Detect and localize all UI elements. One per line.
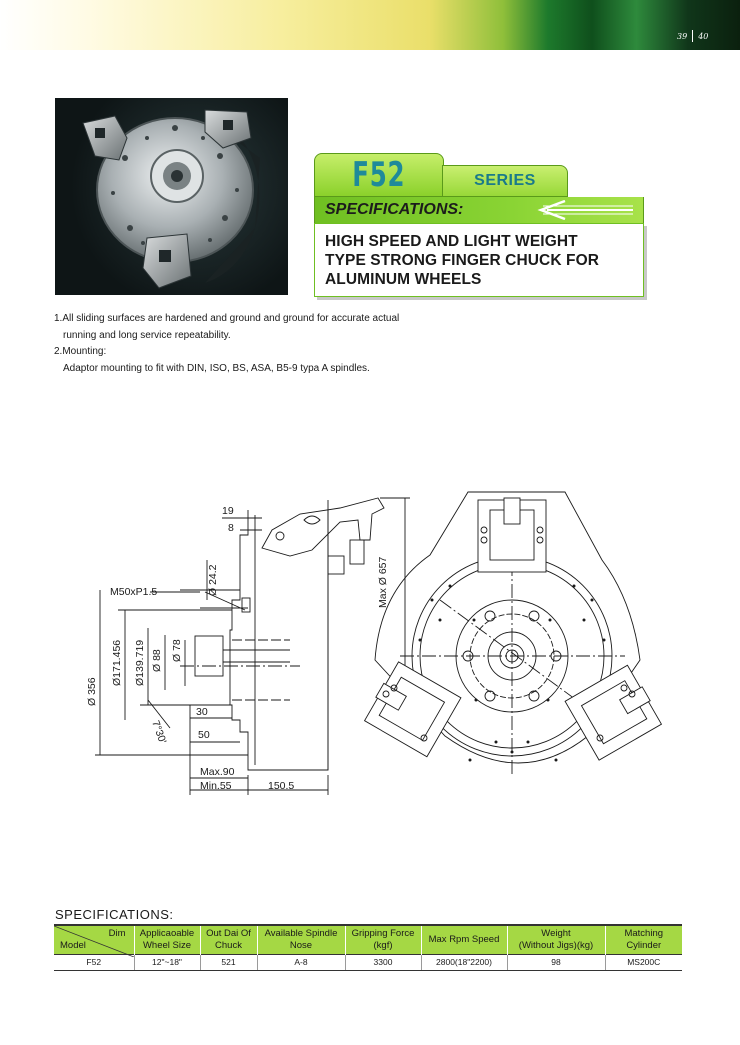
diagonal-divider xyxy=(54,926,134,957)
title-line-2: TYPE STRONG FINGER CHUCK FOR xyxy=(325,252,600,269)
table-row: F52 12"~18" 521 A-8 3300 2800(18"2200) 9… xyxy=(54,953,682,971)
specifications-bar: SPECIFICATIONS: xyxy=(314,197,644,223)
title-text-box: HIGH SPEED AND LIGHT WEIGHT TYPE STRONG … xyxy=(314,223,644,297)
note-line-1: 1.All sliding surfaces are hardened and … xyxy=(54,313,400,324)
front-view xyxy=(363,491,663,775)
page-number-left: 39 xyxy=(677,31,688,41)
note-line-3: 2.Mounting: xyxy=(54,346,107,357)
dia-171-456: Ø171.456 xyxy=(111,640,123,686)
dia-139-719: Ø139.719 xyxy=(134,640,146,686)
dim-150-5: 150.5 xyxy=(268,780,294,792)
dim-max-90: Max.90 xyxy=(200,766,235,778)
model-tab: F52 xyxy=(314,153,444,197)
cell-max-rpm: 2800(18"2200) xyxy=(420,953,507,971)
col-max-rpm: Max Rpm Speed xyxy=(420,924,507,954)
cell-out-dia: 521 xyxy=(199,953,257,971)
note-line-4: Adaptor mounting to fit with DIN, ISO, B… xyxy=(63,362,370,374)
dim-30: 30 xyxy=(196,706,208,718)
dia-356: Ø 356 xyxy=(86,677,98,706)
specifications-heading: SPECIFICATIONS: xyxy=(55,907,174,922)
page-number-divider xyxy=(692,30,694,42)
note-line-2: running and long service repeatability. xyxy=(63,329,231,341)
cell-gripping-force: 3300 xyxy=(344,953,421,971)
specifications-label: SPECIFICATIONS: xyxy=(325,201,464,218)
page-number-right: 40 xyxy=(698,31,709,41)
dia-88: Ø 88 xyxy=(151,649,163,672)
title-block: F52 SERIES SPECIFICATIONS: HIGH SPEED AN… xyxy=(314,153,644,298)
product-photo xyxy=(55,98,288,295)
cell-cylinder: MS200C xyxy=(604,953,682,971)
page-numbers: 39 40 xyxy=(672,30,713,42)
cell-model: F52 xyxy=(54,953,134,971)
header-band xyxy=(0,0,740,50)
cell-spindle-nose: A-8 xyxy=(256,953,345,971)
dim-50: 50 xyxy=(198,729,210,741)
col-gripping-force: Gripping Force(kgf) xyxy=(344,924,421,954)
cell-wheel-size: 12"~18" xyxy=(133,953,200,971)
dim-min-55: Min.55 xyxy=(200,780,232,792)
dim-19: 19 xyxy=(222,505,234,517)
model-label: Model xyxy=(60,940,86,951)
col-weight: Weight(Without Jigs)(kg) xyxy=(506,924,605,954)
dia-24-2: Ø 24.2 xyxy=(207,564,219,596)
title-line-3: ALUMINUM WHEELS xyxy=(325,271,482,288)
dim-model-header: Dim Model xyxy=(54,924,134,957)
dim-label: Dim xyxy=(108,928,126,939)
dim-8: 8 xyxy=(228,522,234,534)
technical-drawing: 19 8 M50xP1.5 Ø 24.2 Ø171.456 Ø139.719 Ø… xyxy=(0,470,740,810)
cell-weight: 98 xyxy=(506,953,605,971)
max-dia-657: Max Ø 657 xyxy=(377,556,389,608)
side-view xyxy=(95,497,410,795)
model-name: F52 xyxy=(352,155,406,195)
thread-label: M50xP1.5 xyxy=(110,586,157,598)
series-tab: SERIES xyxy=(442,165,568,197)
feature-notes: 1.All sliding surfaces are hardened and … xyxy=(54,311,399,377)
arrow-left-icon xyxy=(537,200,633,220)
dia-78: Ø 78 xyxy=(171,639,183,662)
title-line-1: HIGH SPEED AND LIGHT WEIGHT xyxy=(325,233,578,250)
